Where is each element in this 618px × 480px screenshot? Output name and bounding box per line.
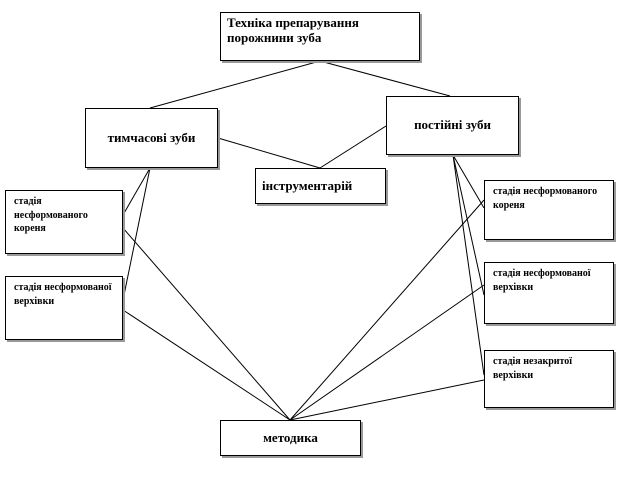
connector-root-temporary: [149, 60, 321, 109]
temporary-teeth-label: тимчасові зуби: [107, 129, 196, 145]
left-stage-2-box: стадія несформованої верхівки: [5, 276, 123, 340]
right-stage-2-box: стадія несформованої верхівки: [484, 262, 614, 324]
permanent-teeth-label: постійні зуби: [414, 117, 491, 133]
connector-permanent-rstage2: [452, 154, 485, 296]
right-stage-2-label: стадія несформованої верхівки: [493, 268, 591, 293]
left-stage-2-label: стадія несформованої верхівки: [14, 282, 112, 307]
right-stage-3-label: стадія незакритої верхівки: [493, 356, 573, 381]
connector-rstage1-method: [289, 199, 485, 421]
left-stage-1-label: стадія несформованого кореня: [14, 196, 88, 234]
connector-temporary-instruments: [217, 137, 321, 169]
connector-stage1-method: [122, 227, 291, 421]
connector-permanent-rstage3: [452, 154, 485, 376]
connector-root-permanent: [319, 60, 451, 97]
connector-permanent-instruments: [319, 125, 387, 169]
connector-temporary-stage1: [122, 167, 151, 216]
connector-stage2-method: [122, 309, 291, 421]
right-stage-1-box: стадія несформованого кореня: [484, 180, 614, 240]
method-box: методика: [220, 420, 361, 456]
connector-rstage3-method: [289, 379, 485, 421]
left-stage-1-box: стадія несформованого кореня: [5, 190, 123, 254]
connector-permanent-rstage1: [452, 154, 485, 209]
connector-rstage2-method: [289, 284, 485, 421]
right-stage-1-label: стадія несформованого кореня: [493, 186, 598, 211]
root-box: Техніка препарування порожнини зуба: [220, 12, 420, 61]
instruments-label: інструментарій: [262, 177, 353, 193]
root-label: Техніка препарування порожнини зуба: [227, 15, 359, 45]
method-label: методика: [263, 429, 318, 445]
connector-temporary-stage2: [122, 167, 151, 301]
instruments-box: інструментарій: [255, 168, 386, 204]
right-stage-3-box: стадія незакритої верхівки: [484, 350, 614, 408]
permanent-teeth-box: постійні зуби: [386, 96, 519, 155]
temporary-teeth-box: тимчасові зуби: [85, 108, 218, 168]
